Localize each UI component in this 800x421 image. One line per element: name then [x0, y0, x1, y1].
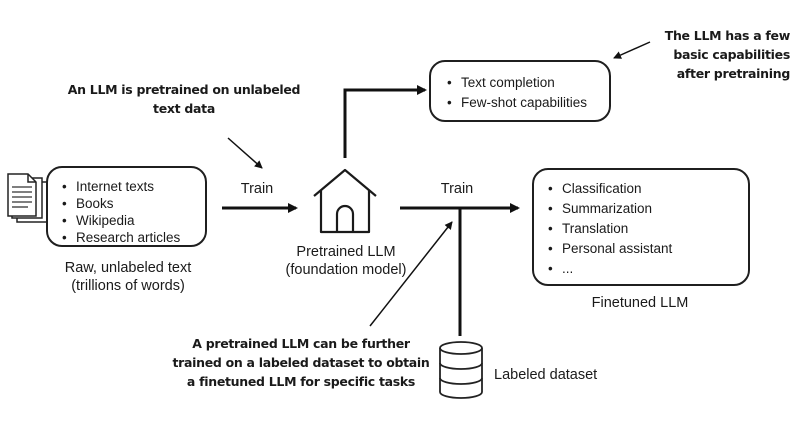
list-item: Translation [546, 219, 740, 239]
finetuned-llm-caption: Finetuned LLM [591, 295, 689, 311]
list-item: Wikipedia [60, 212, 197, 229]
list-item: Research articles [60, 229, 197, 246]
list-item: Personal assistant [546, 239, 740, 259]
pretrain-pointer-arrow [227, 137, 263, 169]
finetune-annotation-line3: a finetuned LLM for specific tasks [186, 374, 416, 389]
finetune-annotation: A pretrained LLM can be further trained … [160, 334, 442, 391]
raw-text-caption-line1: Raw, unlabeled text [64, 260, 192, 276]
raw-text-list: Internet texts Books Wikipedia Research … [60, 178, 197, 246]
finetune-annotation-line1: A pretrained LLM can be further [192, 336, 410, 351]
pretrained-llm-caption: Pretrained LLM (foundation model) [268, 243, 424, 279]
list-item: Summarization [546, 199, 740, 219]
house-icon [313, 168, 377, 234]
capabilities-arrow [343, 85, 427, 158]
list-item: Books [60, 195, 197, 212]
capabilities-annotation-line2: basic capabilities [673, 47, 790, 62]
database-icon [439, 341, 483, 399]
train-label-1: Train [240, 181, 274, 197]
finetuned-tasks-list: Classification Summarization Translation… [546, 179, 740, 279]
list-item: ... [546, 259, 740, 279]
pretrained-llm-caption-line1: Pretrained LLM [296, 244, 396, 260]
capabilities-annotation-line3: after pretraining [676, 66, 791, 81]
labeled-dataset-label: Labeled dataset [494, 367, 598, 383]
capabilities-annotation: The LLM has a few basic capabilities aft… [620, 26, 791, 83]
list-item: Classification [546, 179, 740, 199]
list-item: Few-shot capabilities [445, 93, 601, 113]
pretrain-annotation-line2: text data [153, 101, 215, 116]
finetune-pointer-arrow [369, 221, 453, 327]
finetuned-llm-box: Classification Summarization Translation… [532, 168, 750, 286]
basic-capabilities-box: Text completion Few-shot capabilities [429, 60, 611, 122]
raw-text-box: Internet texts Books Wikipedia Research … [46, 166, 207, 247]
pretrain-annotation: An LLM is pretrained on unlabeled text d… [64, 80, 304, 118]
pretrained-llm-caption-line2: (foundation model) [285, 262, 407, 278]
capabilities-annotation-line1: The LLM has a few [664, 28, 791, 43]
pretrain-annotation-line1: An LLM is pretrained on unlabeled [67, 82, 301, 97]
list-item: Text completion [445, 73, 601, 93]
capabilities-pointer-arrow [613, 41, 651, 59]
train-label-2: Train [440, 181, 474, 197]
raw-text-caption: Raw, unlabeled text (trillions of words) [38, 259, 218, 295]
raw-text-caption-line2: (trillions of words) [71, 278, 185, 294]
basic-capabilities-list: Text completion Few-shot capabilities [445, 73, 601, 113]
finetune-annotation-line2: trained on a labeled dataset to obtain [172, 355, 430, 370]
document-stack-icon [7, 173, 48, 223]
list-item: Internet texts [60, 178, 197, 195]
